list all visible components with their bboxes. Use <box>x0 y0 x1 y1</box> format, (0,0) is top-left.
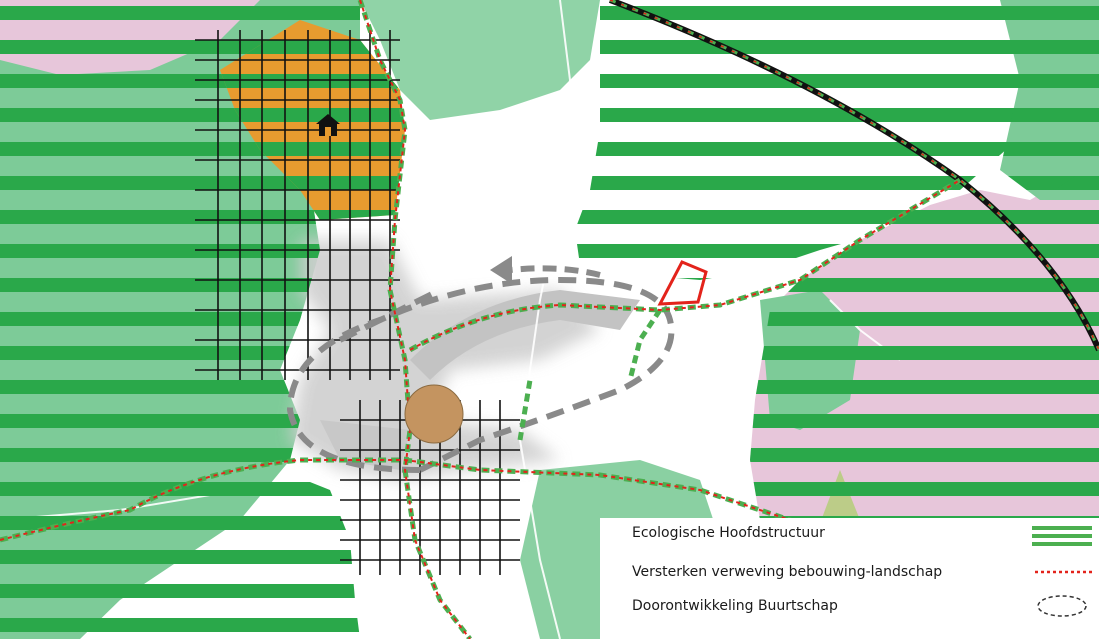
verweving-routes <box>0 0 1000 639</box>
ecological-stripe <box>0 312 360 326</box>
buurtschap-spur <box>338 287 442 343</box>
ecological-stripe <box>0 278 360 292</box>
arrow-dashed-icon <box>490 256 512 284</box>
ecological-stripe <box>0 584 360 598</box>
green-stripes-swatch <box>1032 526 1092 546</box>
legend-item-buurtschap: Doorontwikkeling Buurtschap <box>632 595 1087 617</box>
built-grid-north <box>195 30 400 380</box>
ecological-stripe <box>220 40 405 54</box>
ecological-stripe <box>0 244 360 258</box>
ecological-stripe <box>0 346 360 360</box>
ecological-stripe <box>0 176 360 190</box>
ecological-stripe <box>750 482 1099 496</box>
ecological-stripe <box>0 448 360 462</box>
ecological-stripe <box>750 414 1099 428</box>
ecological-stripe <box>0 414 360 428</box>
railway-line-red-dot <box>609 0 1099 351</box>
ecological-stripe <box>575 6 1040 20</box>
ecological-stripe <box>575 176 1040 190</box>
ecological-stripe <box>750 448 1099 462</box>
ecological-stripe <box>750 346 1099 360</box>
centre-circle-icon[interactable] <box>404 384 464 444</box>
green-land-north <box>360 0 600 120</box>
ecological-stripe <box>575 74 1040 88</box>
ecological-stripe <box>1000 108 1099 122</box>
dashed-ellipse-swatch <box>1037 595 1087 617</box>
ecological-stripe <box>220 74 405 88</box>
plot-outline-icon[interactable] <box>657 260 708 306</box>
ecological-stripe <box>1000 74 1099 88</box>
ecological-stripe <box>575 40 1040 54</box>
ecological-stripe <box>575 108 1040 122</box>
ecological-stripe <box>1000 142 1099 156</box>
buurtschap-arrow-line <box>509 265 601 278</box>
legend-item-verweving: Versterken verweving bebouwing-landschap <box>632 564 1092 580</box>
urban-band <box>410 290 640 380</box>
ecological-stripes-northeast <box>575 6 1040 280</box>
legend-label-ecological: Ecologische Hoofdstructuur <box>632 525 825 541</box>
ecological-stripe <box>0 618 360 632</box>
ecological-stripe <box>0 380 360 394</box>
legend-item-ecological: Ecologische Hoofdstructuur <box>632 525 1092 546</box>
ecological-stripe <box>750 312 1099 326</box>
legend-panel: Ecologische Hoofdstructuur Versterken ve… <box>600 518 1099 639</box>
ecological-stripe <box>0 6 360 20</box>
ecological-stripe <box>750 278 1099 292</box>
legend-label-buurtschap: Doorontwikkeling Buurtschap <box>632 598 838 614</box>
house-icon[interactable] <box>316 114 340 136</box>
ecological-stripes-southwest <box>0 482 360 632</box>
ecological-stripe <box>220 142 405 156</box>
ecological-stripe <box>220 108 405 122</box>
ecological-stripe <box>0 550 360 564</box>
ecological-stripe <box>750 380 1099 394</box>
legend-label-verweving: Versterken verweving bebouwing-landschap <box>632 564 942 580</box>
